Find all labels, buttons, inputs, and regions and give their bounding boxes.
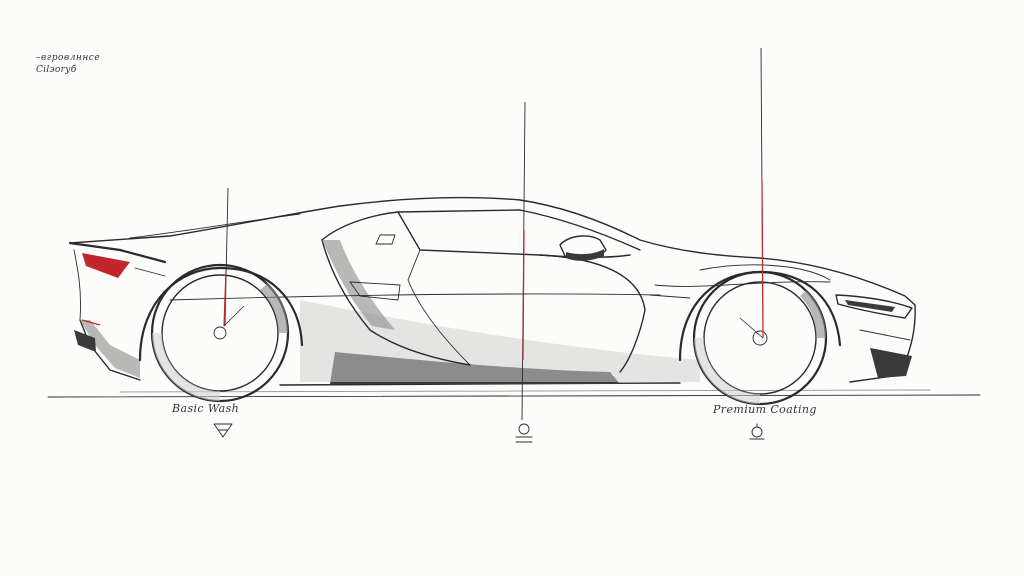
label-basic-wash: Basic Wash <box>172 402 240 415</box>
bucket-symbol-icon <box>515 423 533 443</box>
rear-wheel <box>138 263 304 403</box>
bell-symbol-icon <box>749 423 765 440</box>
callout-basic <box>223 187 245 327</box>
corner-note-line-2: Cilэorуб <box>36 65 77 75</box>
callout-premium <box>739 47 764 339</box>
callout-middle <box>521 101 526 421</box>
front-wheel <box>678 270 842 406</box>
car-body <box>68 196 916 386</box>
triangle-symbol-icon <box>213 423 233 438</box>
label-premium-coating: Premium Coating <box>713 403 817 416</box>
taillight-accent <box>81 253 166 326</box>
corner-note-line-1: –вгрoвлннсe <box>36 53 101 63</box>
